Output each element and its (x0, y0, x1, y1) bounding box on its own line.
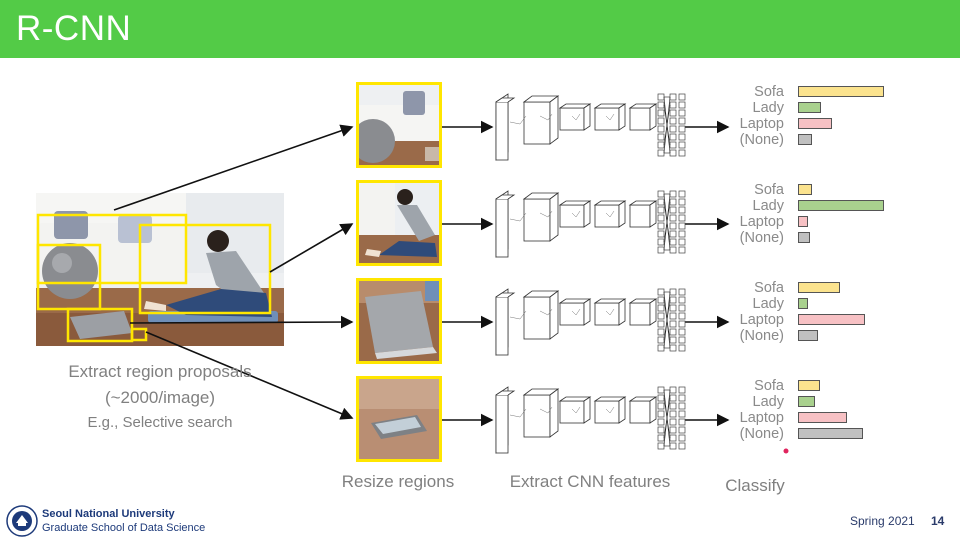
class-label: Laptop (739, 214, 784, 230)
classify-label: Classify (725, 476, 785, 495)
class-label: Laptop (739, 410, 784, 426)
score-bar (798, 282, 840, 293)
score-bar (798, 134, 812, 145)
footer-school: Graduate School of Data Science (42, 522, 206, 534)
extract-proposals-label: Extract region proposals (68, 362, 252, 381)
region-crop-sofa (356, 82, 442, 168)
class-label: Lady (752, 100, 784, 116)
score-bar (798, 380, 820, 391)
score-bar (798, 396, 815, 407)
class-label: Laptop (739, 116, 784, 132)
class-label: Sofa (754, 182, 784, 198)
footer-term: Spring 2021 (850, 514, 915, 528)
score-bar (798, 216, 808, 227)
extract-cnn-features-label: Extract CNN features (509, 472, 671, 491)
source-image (36, 193, 284, 346)
class-label: Laptop (739, 312, 784, 328)
class-label: Sofa (754, 280, 784, 296)
class-labels-group-2: Sofa Lady Laptop (None) (700, 182, 784, 248)
extract-proposals-example: E.g., Selective search (87, 414, 233, 431)
resize-regions-label: Resize regions (341, 472, 455, 491)
class-label: (None) (739, 328, 784, 344)
score-bar (798, 86, 884, 97)
score-bar (798, 232, 810, 243)
extract-proposals-count: (~2000/image) (104, 388, 216, 407)
class-label: (None) (739, 230, 784, 246)
class-labels-group-3: Sofa Lady Laptop (None) (700, 280, 784, 346)
title-bar: R-CNN (0, 0, 960, 58)
class-label: Lady (752, 198, 784, 214)
score-bar (798, 314, 865, 325)
region-crop-laptop (356, 278, 442, 364)
class-label: Lady (752, 296, 784, 312)
score-bar (798, 298, 808, 309)
class-labels-group-4: Sofa Lady Laptop (None) (700, 378, 784, 444)
class-labels-group-1: Sofa Lady Laptop (None) (700, 84, 784, 150)
region-crop-lady (356, 180, 442, 266)
class-label: Lady (752, 394, 784, 410)
page-number: 14 (931, 514, 945, 528)
region-crop-phone (356, 376, 442, 462)
score-bar (798, 184, 812, 195)
footer-university: Seoul National University (42, 508, 175, 520)
score-bar (798, 200, 884, 211)
score-bar (798, 330, 818, 341)
score-bar (798, 428, 863, 439)
score-bar (798, 118, 832, 129)
university-logo (6, 505, 38, 537)
class-label: (None) (739, 426, 784, 442)
score-bar (798, 412, 847, 423)
class-label: Sofa (754, 378, 784, 394)
class-label: Sofa (754, 84, 784, 100)
slide-title: R-CNN (16, 9, 132, 48)
class-score-bars (798, 84, 908, 450)
class-label: (None) (739, 132, 784, 148)
score-bar (798, 102, 821, 113)
